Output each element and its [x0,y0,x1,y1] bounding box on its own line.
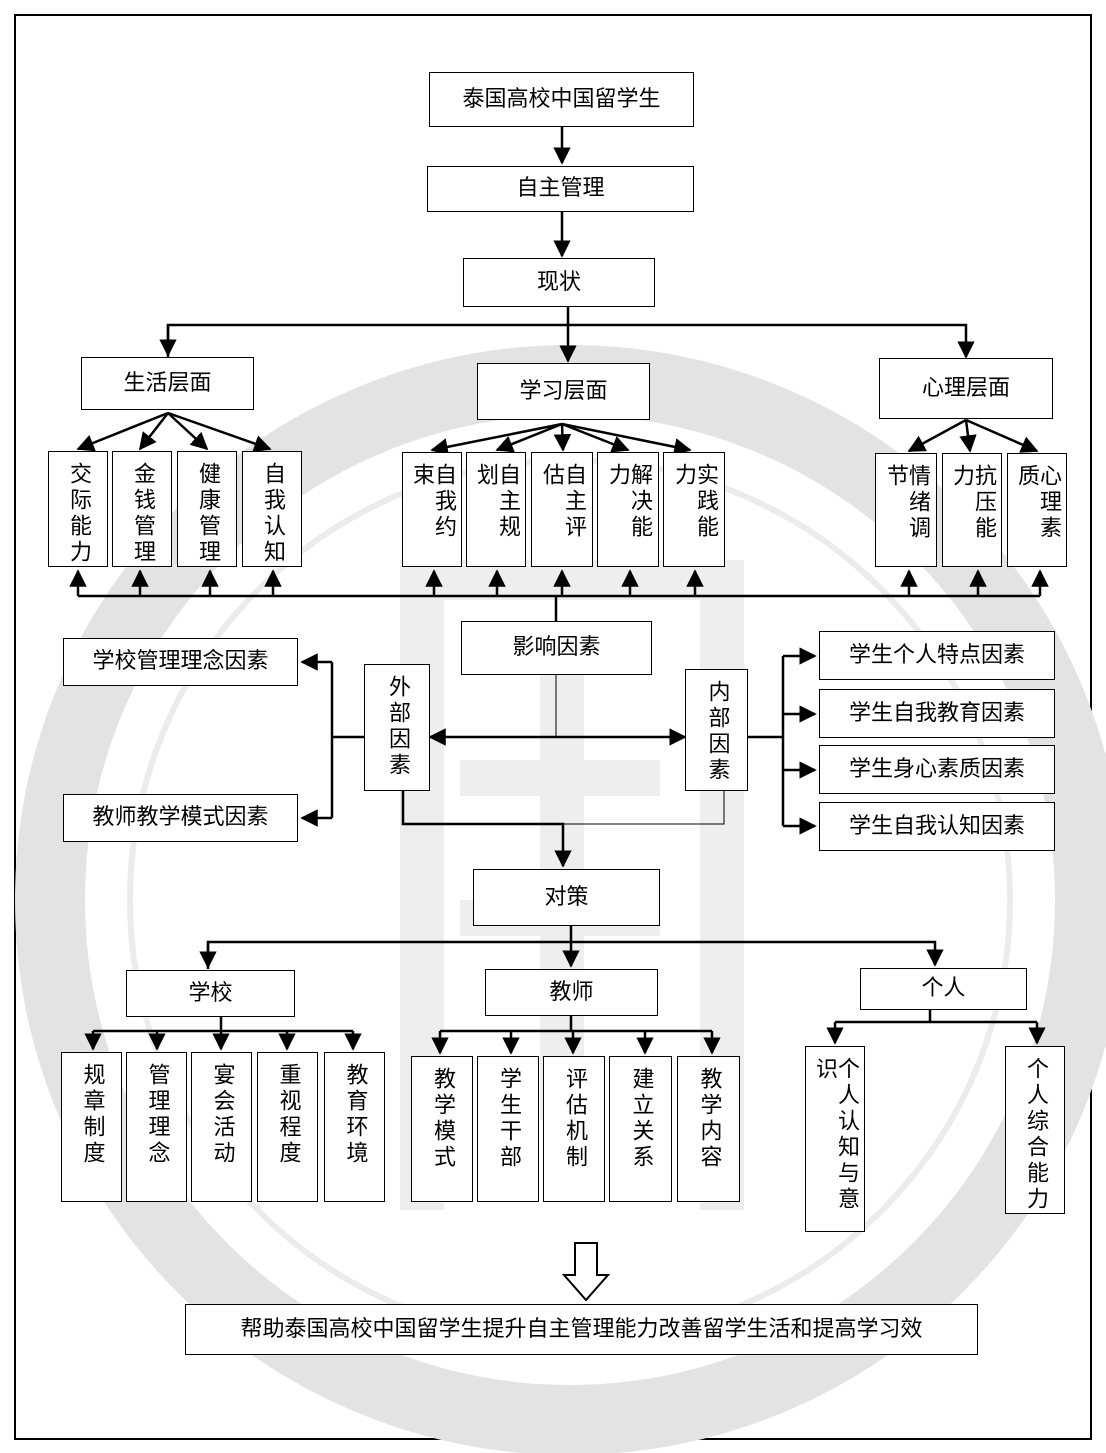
teacher-item-evaluation: 评估机制 [543,1056,605,1202]
mental-level-node: 心理层面 [879,358,1053,419]
teacher-item-relationship: 建立关系 [609,1056,672,1202]
countermeasures-node: 对策 [473,869,660,926]
factors-node: 影响因素 [461,621,652,675]
school-group-node: 学校 [126,970,295,1017]
life-item-communication: 交际能力 [48,451,108,567]
self-management-node: 自主管理 [427,166,694,212]
external-factor-teacher: 教师教学模式因素 [63,794,298,842]
internal-factor-self-awareness: 学生自我认知因素 [819,802,1055,851]
individual-group-node: 个人 [860,968,1027,1010]
school-item-emphasis: 重视程度 [257,1052,318,1202]
mental-item-stress: 抗压能力 [942,453,1002,567]
school-item-environment: 教育环境 [324,1052,385,1202]
school-item-rules: 规章制度 [61,1052,122,1202]
teacher-group-node: 教师 [485,969,658,1016]
internal-factor-self-education: 学生自我教育因素 [819,689,1055,738]
hollow-down-arrow [561,1242,611,1302]
internal-factors-node: 内部因素 [685,669,748,791]
status-node: 现状 [463,258,655,307]
external-factor-school: 学校管理理念因素 [63,638,298,686]
external-factors-node: 外部因素 [364,664,430,791]
life-item-money: 金钱管理 [112,451,172,567]
root-node: 泰国高校中国留学生 [429,72,694,127]
internal-factor-personal-traits: 学生个人特点因素 [819,631,1055,680]
mental-item-emotion: 情绪调节 [875,453,937,567]
school-item-banquet-activities: 宴会活动 [191,1052,252,1202]
goal-node: 帮助泰国高校中国留学生提升自主管理能力改善留学生活和提高学习效 [185,1304,978,1355]
teacher-item-content: 教学内容 [677,1056,740,1202]
study-level-node: 学习层面 [477,363,650,420]
teacher-item-teaching-mode: 教学模式 [411,1056,473,1202]
individual-item-awareness: 个人认知与意识 [805,1046,865,1232]
study-item-self-planning: 自主规划 [466,452,526,567]
study-item-practice: 实践能力 [663,452,725,567]
school-item-management-concept: 管理理念 [126,1052,187,1202]
study-item-problem-solving: 解决能力 [597,452,659,567]
study-item-self-assessment: 自主评估 [531,452,593,567]
individual-item-comprehensive: 个人综合能力 [1005,1046,1065,1214]
teacher-item-student-cadre: 学生干部 [477,1056,539,1202]
mental-item-psychological: 心理素质 [1007,453,1067,567]
life-item-self-awareness: 自我认知 [242,451,302,567]
internal-factor-physical-mental: 学生身心素质因素 [819,745,1055,794]
life-item-health: 健康管理 [177,451,237,567]
life-level-node: 生活层面 [81,357,254,410]
study-item-self-discipline: 自我约束 [402,452,462,567]
